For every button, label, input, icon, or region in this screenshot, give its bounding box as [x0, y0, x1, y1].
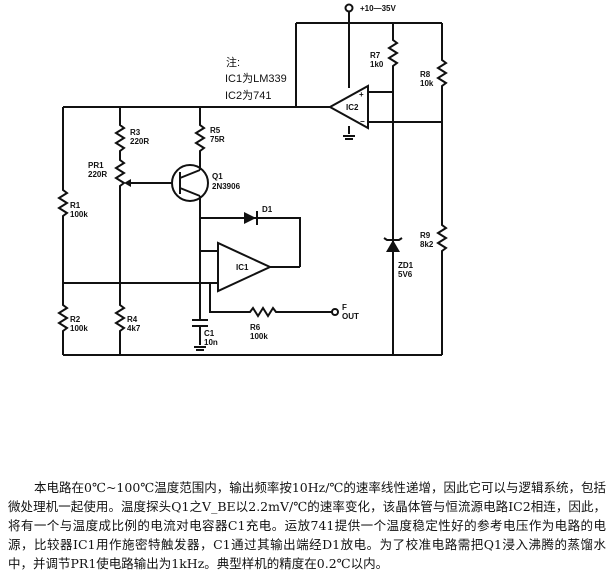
c1-capacitor: [192, 319, 208, 345]
ic1-label: IC1: [236, 263, 249, 272]
r1-value: 100k: [70, 210, 88, 219]
r7-name: R7: [370, 51, 381, 60]
zd1-value: 5V6: [398, 270, 413, 279]
r8-name: R8: [420, 70, 431, 79]
supply-label: +10—35V: [360, 4, 396, 13]
ic2-plus: +: [359, 90, 364, 99]
r4-value: 4k7: [127, 324, 141, 333]
c1-ground: [194, 346, 206, 351]
supply-terminal: [344, 3, 354, 13]
note-title: 注:: [226, 55, 240, 69]
schematic: +10—35V 注: IC1为LM339 IC2为741 IC2 + − R7 …: [57, 3, 448, 356]
output-terminal: [331, 308, 339, 316]
d1-diode: [244, 212, 256, 224]
ic2-opamp: [327, 84, 369, 130]
r5-resistor: [194, 107, 206, 320]
r3-pr1-r4: [114, 107, 126, 355]
top-rail: [295, 12, 442, 134]
ic2-ground: [343, 135, 355, 140]
r2-name: R2: [70, 315, 81, 324]
r2-value: 100k: [70, 324, 88, 333]
r8-value: 10k: [420, 79, 434, 88]
q1-value: 2N3906: [212, 182, 241, 191]
r8-r9-resistors: [436, 23, 448, 355]
q1-name: Q1: [212, 172, 223, 181]
r6-value: 100k: [250, 332, 268, 341]
zd1-zener: [386, 240, 400, 252]
c1-value: 10n: [204, 338, 218, 347]
ic2-minus: −: [360, 117, 365, 126]
r1-r2-resistors: [57, 107, 69, 355]
pr1-name: PR1: [88, 161, 104, 170]
r3-value: 220R: [130, 137, 149, 146]
r9-name: R9: [420, 231, 431, 240]
zd1-bar: [383, 237, 403, 241]
q1-symbol: [179, 169, 201, 197]
description-text: 本电路在0℃~100℃温度范围内，输出频率按10Hz/℃的速率线性递增，因此它可…: [8, 480, 606, 571]
r1-name: R1: [70, 201, 81, 210]
ic2-label: IC2: [346, 103, 359, 112]
r7-resistor: [387, 23, 399, 355]
r9-value: 8k2: [420, 240, 434, 249]
zd1-name: ZD1: [398, 261, 414, 270]
c1-name: C1: [204, 329, 215, 338]
r5-value: 75R: [210, 135, 225, 144]
note-line2: IC2为741: [225, 89, 271, 102]
d1-name: D1: [262, 205, 273, 214]
ic2-wires: [63, 91, 442, 123]
pr1-arrow-icon: [124, 179, 131, 187]
d1-wire: [200, 217, 301, 267]
r7-value: 1k0: [370, 60, 384, 69]
r3-name: R3: [130, 128, 141, 137]
pr1-value: 220R: [88, 170, 107, 179]
r6-name: R6: [250, 323, 261, 332]
ic1-wires: [200, 250, 332, 318]
output-label-f: F: [342, 303, 347, 312]
r5-name: R5: [210, 126, 221, 135]
r4-name: R4: [127, 315, 138, 324]
ic1-comparator: [217, 241, 273, 293]
output-label-out: OUT: [342, 312, 359, 321]
q1-transistor: [171, 164, 209, 202]
note-line1: IC1为LM339: [225, 72, 287, 85]
